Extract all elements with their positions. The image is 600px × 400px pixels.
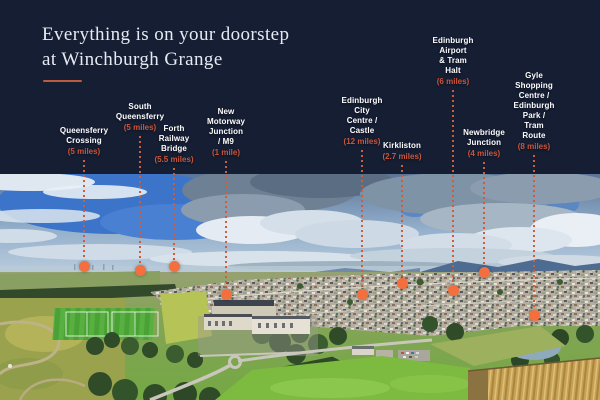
dotted-leader-line (401, 165, 403, 277)
dotted-leader-line (452, 90, 454, 284)
location-dot-icon (447, 285, 459, 296)
location-dot-icon (528, 310, 540, 321)
pin-label: Edinburgh Airport & Tram Halt (432, 36, 474, 75)
pin-distance: (6 miles) (436, 77, 470, 86)
pin-label: South Queensferry (115, 102, 165, 121)
pin-distance: (4 miles) (467, 149, 501, 158)
pin-label: Edinburgh City Centre / Castle (341, 96, 383, 135)
chartreuse-field (160, 291, 212, 344)
location-dot-icon (356, 289, 368, 300)
pin-label: Forth Railway Bridge (158, 124, 190, 153)
pin-label: Kirkliston (383, 141, 421, 150)
green-fields (215, 326, 566, 400)
location-dot-icon (220, 289, 232, 300)
school-building (198, 300, 318, 356)
sky (0, 174, 600, 284)
dotted-leader-line (361, 150, 363, 288)
location-dot-icon (396, 278, 408, 289)
pin-distance: (2.7 miles) (382, 152, 422, 161)
location-dot-icon (478, 267, 490, 278)
aerial-photo (0, 174, 600, 400)
pin-distance: (12 miles) (343, 137, 381, 146)
pin-distance: (1 mile) (212, 148, 241, 157)
sports-pitches (52, 308, 159, 340)
pin-distance: (5.5 miles) (154, 155, 194, 164)
dotted-leader-line (139, 136, 141, 264)
location-dot-icon (78, 261, 90, 272)
pin-label: Gyle Shopping Centre / Edinburgh Park / … (513, 71, 555, 140)
dotted-leader-line (225, 161, 227, 288)
dotted-leader-line (173, 168, 175, 260)
dotted-leader-line (533, 155, 535, 309)
trees (86, 316, 594, 400)
pin-label: Queensferry Crossing (59, 126, 109, 145)
roads (149, 338, 433, 400)
dotted-leader-line (83, 160, 85, 260)
pin-distance: (8 miles) (517, 142, 551, 151)
farm-buildings (352, 346, 430, 361)
pin-label: New Motorway Junction / M9 (206, 107, 246, 146)
dotted-leader-line (483, 162, 485, 266)
title-underline (43, 80, 82, 82)
page-title: Everything is on your doorstep at Winchb… (42, 24, 290, 70)
car-park (398, 350, 430, 361)
wheat-field (467, 357, 600, 400)
pin-label: Newbridge Junction (463, 128, 505, 147)
landscape (0, 270, 600, 400)
location-dot-icon (168, 261, 180, 272)
pin-distance: (5 miles) (67, 147, 101, 156)
pin-distance: (5 miles) (123, 123, 157, 132)
location-dot-icon (134, 265, 146, 276)
